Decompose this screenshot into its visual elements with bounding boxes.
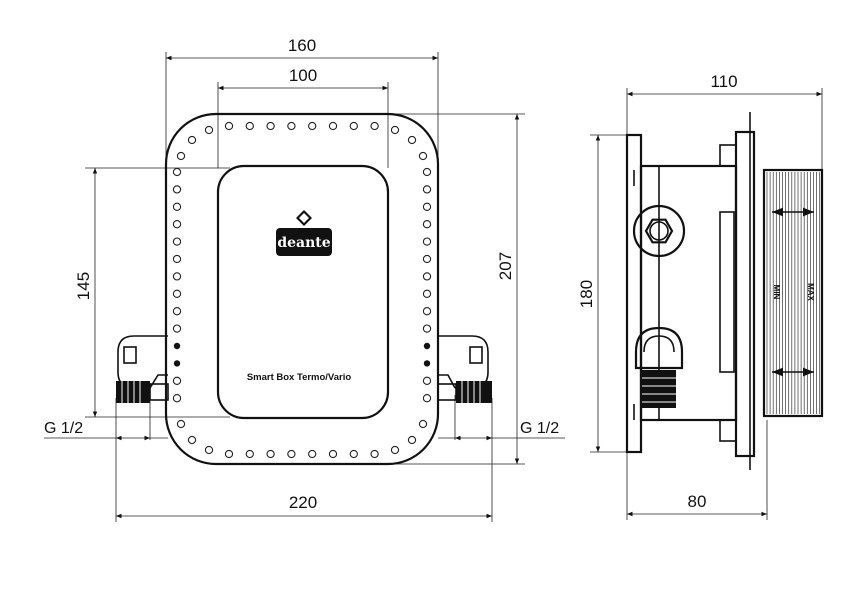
mounting-hole [224,449,234,459]
mounting-hole [422,202,432,211]
mounting-hole [172,202,182,211]
dim-110-label: 110 [710,72,737,91]
connector-right [437,381,492,403]
mounting-hole [422,167,432,177]
mounting-hole [172,254,182,264]
mounting-hole [172,307,182,316]
mounting-hole [172,167,182,177]
dim-207-label: 207 [496,252,515,280]
mounting-hole [422,272,432,281]
mounting-hole [370,449,379,459]
thread-left-label: G 1/2 [44,420,83,437]
mounting-hole [349,121,358,131]
product-label: Smart Box Termo/Vario [247,372,352,383]
mounting-hole [245,449,254,459]
connector-left [116,381,169,403]
mounting-hole [422,376,432,385]
mounting-hole [224,121,234,131]
dimension-220: 220 [116,493,492,519]
mounting-hole [422,289,432,298]
mounting-hole [422,220,432,229]
mounting-hole [287,121,296,131]
dimension-160: 160 [166,36,438,61]
dim-80-label: 80 [688,492,707,511]
mounting-hole [418,151,428,161]
front-view: 160 100 145 207 220 G 1/2 [44,36,565,522]
mounting-hole [308,449,317,459]
mounting-hole [172,289,182,298]
mounting-hole [370,121,379,131]
extension-lines [85,52,525,522]
mounting-pin [423,342,431,350]
mounting-hole [422,394,432,403]
mounting-hole [407,135,417,145]
dimension-110: 110 [627,72,822,97]
mounting-pin [173,342,181,350]
bracket-left [117,335,168,389]
dim-160-label: 160 [288,36,316,55]
mounting-hole [349,449,358,459]
mounting-hole [172,237,182,246]
mounting-hole [204,445,214,455]
logo-text: deante [277,235,330,251]
mounting-hole [172,272,182,281]
mounting-hole [204,125,214,135]
side-extension-lines [590,88,823,520]
mounting-hole [187,435,197,445]
mounting-hole [172,324,182,333]
lower-fitting [634,326,684,408]
mounting-hole [266,449,275,459]
mounting-hole [407,435,417,445]
dim-145-label: 145 [74,272,93,300]
mounting-hole [176,151,186,161]
dimension-180: 180 [577,135,601,452]
hex-nut [632,204,686,258]
dim-100-label: 100 [289,66,317,85]
dimension-100: 100 [218,66,388,91]
mounting-hole [187,135,197,145]
mounting-hole [328,449,338,459]
mounting-hole [418,419,428,429]
rear-plate [734,130,756,458]
thread-right-label: G 1/2 [520,420,559,437]
mounting-hole [422,237,432,246]
mounting-pin [423,360,431,367]
mounting-hole [172,185,182,194]
thread-dimension-left: G 1/2 [44,420,168,441]
mounting-hole [390,445,400,455]
box-outer-frame [164,112,440,466]
mounting-hole [176,419,186,429]
mounting-hole [328,121,338,131]
bracket-right [438,335,489,389]
dimension-145: 145 [74,168,98,417]
dim-180-label: 180 [577,280,596,308]
thread-dimension-right: G 1/2 [438,420,565,441]
dim-220-label: 220 [289,493,317,512]
mounting-hole [422,307,432,316]
mounting-hole [308,121,317,131]
mounting-pin [173,360,181,367]
mounting-hole [422,254,432,264]
side-view: 110 180 80 MIN M [577,72,824,520]
deante-logo: deante [276,210,332,256]
mounting-hole [287,449,296,459]
inner-plate [216,164,390,420]
mounting-hole [422,324,432,333]
mounting-hole [266,121,275,131]
mounting-holes [172,121,432,459]
mounting-hole [422,185,432,194]
mounting-hole [245,121,254,131]
mounting-hole [172,376,182,385]
label-max: MAX [806,283,815,301]
label-min: MIN [772,285,781,300]
mounting-hole [390,125,400,135]
mounting-hole [172,394,182,403]
mounting-hole [172,220,182,229]
dimension-207: 207 [496,114,520,464]
dimension-80: 80 [627,492,767,517]
